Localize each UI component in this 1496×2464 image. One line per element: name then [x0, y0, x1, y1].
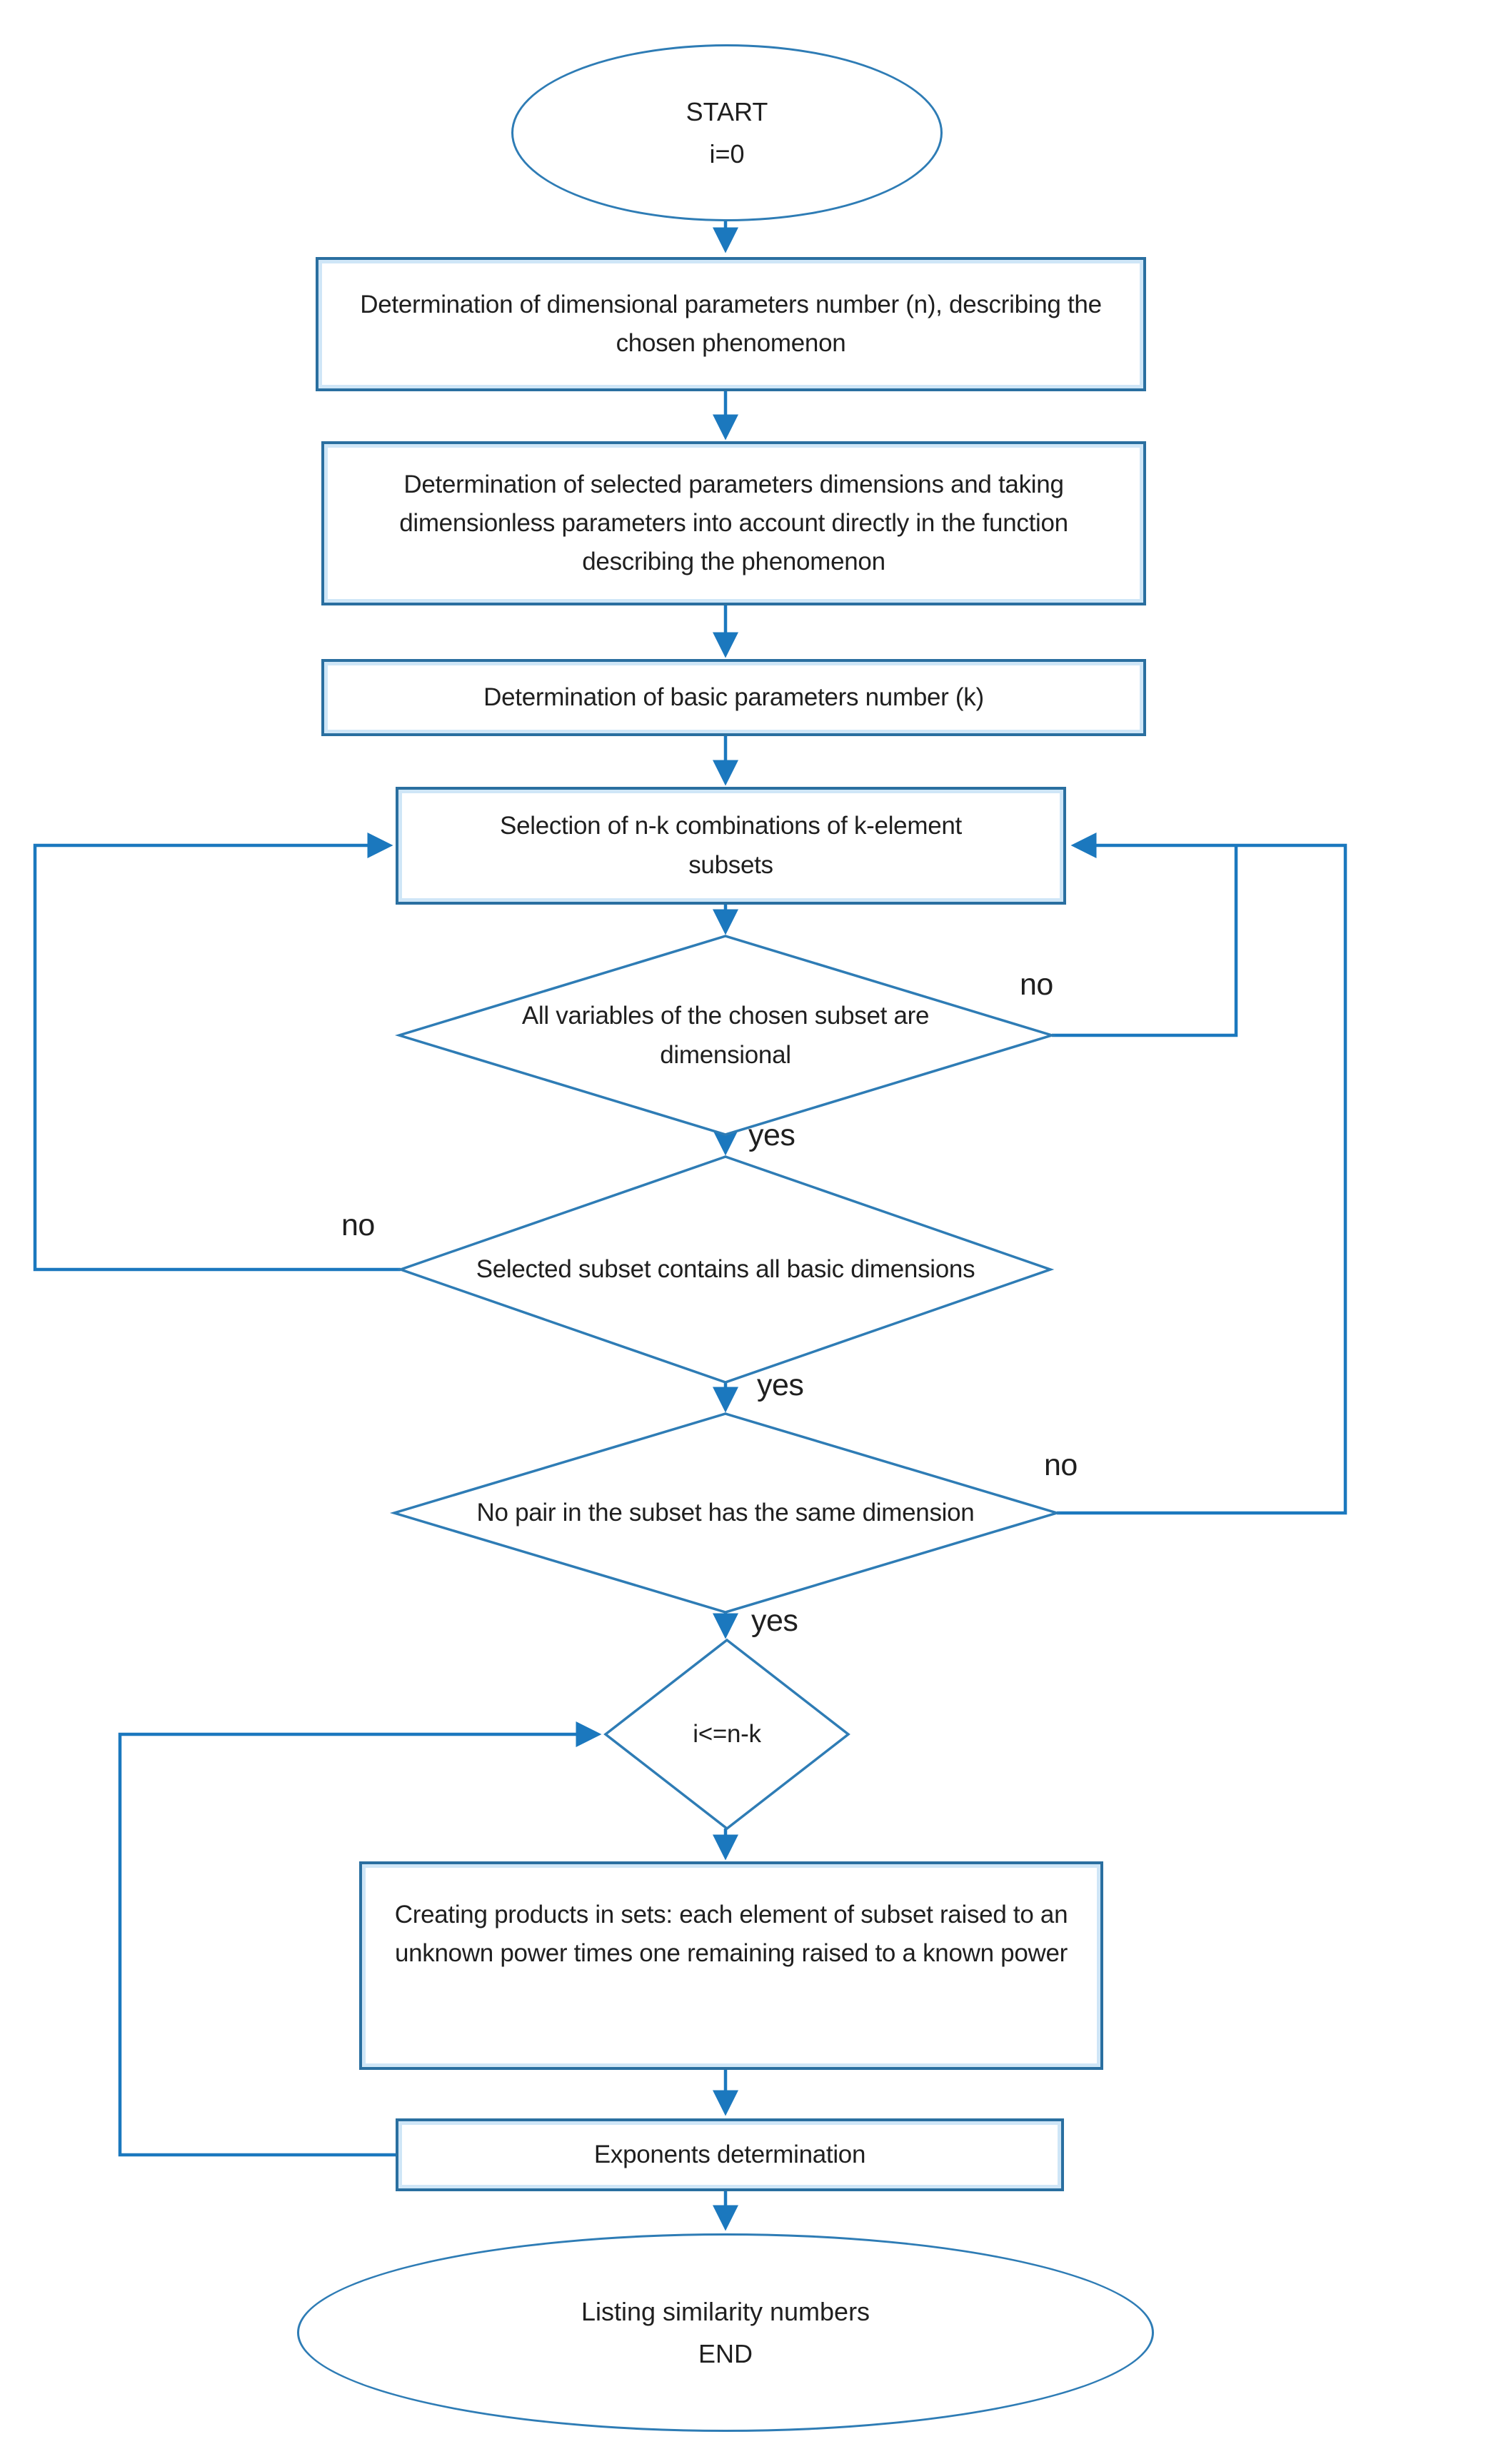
end-listing-label: Listing similarity numbers — [581, 2296, 870, 2326]
decision1-label: All variables of the chosen subset are d… — [521, 1001, 930, 1069]
step5-label: Creating products in sets: each element … — [394, 1901, 1068, 1968]
edge-decision1-no-loop — [1052, 847, 1238, 1037]
edge-decision3-no-loop — [1057, 833, 1347, 1515]
start-label: START — [686, 96, 768, 126]
step6-label: Exponents determination — [593, 2140, 866, 2168]
edge-iteration-loop — [118, 1721, 602, 2157]
end-label: END — [698, 2339, 753, 2368]
decision3-label: No pair in the subset has the same dimen… — [476, 1499, 975, 1527]
decision4-shape — [603, 1638, 850, 1831]
step1-label: Determination of dimensional parameters … — [360, 290, 1102, 357]
step4-node: Selection of n-k combinations of k-eleme… — [396, 787, 1066, 905]
step5-node: Creating products in sets: each element … — [359, 1861, 1103, 2070]
step1-node: Determination of dimensional parameters … — [316, 257, 1146, 391]
decision1-no-label: no — [1020, 967, 1053, 1002]
decision3-no-label: no — [1044, 1448, 1078, 1482]
decision3-shape — [389, 1412, 1062, 1614]
step2-label: Determination of selected parameters dim… — [399, 470, 1068, 576]
decision2-yes-label: yes — [757, 1368, 804, 1402]
decision2-shape — [396, 1155, 1055, 1384]
decision4-label: i<=n-k — [693, 1720, 761, 1749]
decision3-yes-label: yes — [751, 1604, 798, 1638]
step2-node: Determination of selected parameters dim… — [321, 441, 1146, 605]
step3-node: Determination of basic parameters number… — [321, 659, 1146, 736]
decision1-shape — [394, 935, 1057, 1136]
step6-node: Exponents determination — [396, 2118, 1064, 2191]
start-node: START i=0 — [511, 44, 943, 221]
decision2-label: Selected subset contains all basic dimen… — [476, 1255, 975, 1284]
decision1-yes-label: yes — [748, 1118, 795, 1152]
end-node: Listing similarity numbers END — [297, 2233, 1154, 2432]
start-init-label: i=0 — [709, 139, 745, 169]
edge-decision2-no-loop — [33, 833, 401, 1272]
step3-label: Determination of basic parameters number… — [483, 683, 984, 711]
decision2-no-label: no — [341, 1208, 375, 1242]
step4-label: Selection of n-k combinations of k-eleme… — [500, 812, 962, 879]
